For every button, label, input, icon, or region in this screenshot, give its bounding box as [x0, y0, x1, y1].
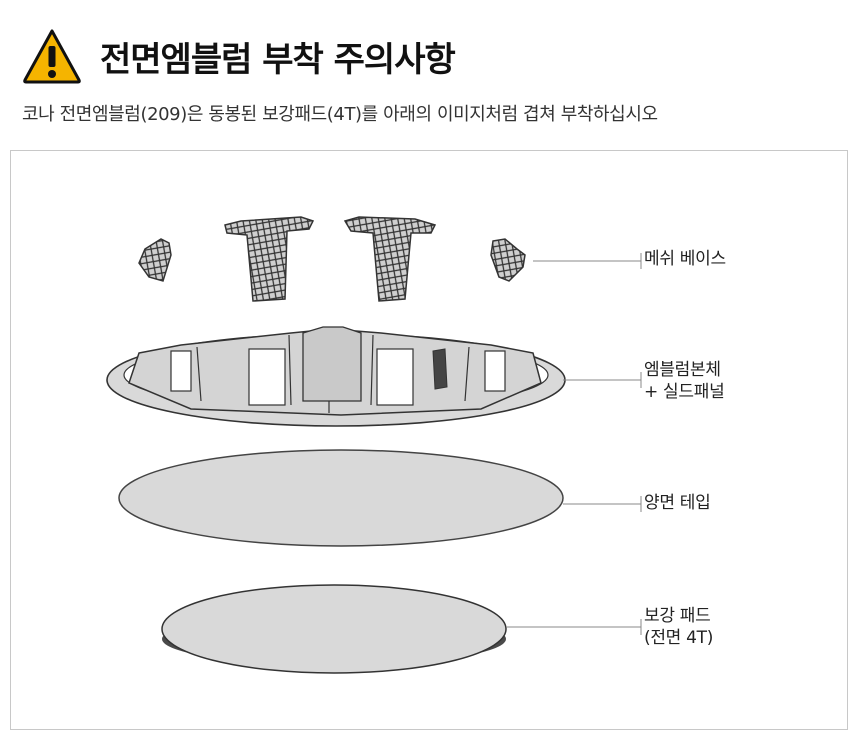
leader-line-double-tape [563, 496, 641, 512]
callout-mesh-base-text: 메쉬 베이스 [644, 248, 726, 270]
emblem-body-part [107, 327, 565, 426]
leader-line-mesh-base [533, 253, 641, 269]
callout-double-tape: 양면 테입 [644, 492, 710, 514]
callout-double-tape-text: 양면 테입 [644, 492, 710, 514]
mesh-base-left-piece [139, 239, 171, 281]
page-title: 전면엠블럼 부착 주의사항 [100, 32, 455, 81]
exploded-assembly-diagram [11, 151, 849, 731]
double-sided-tape-part [119, 450, 563, 546]
header: 전면엠블럼 부착 주의사항 [22, 26, 455, 86]
warning-icon [22, 28, 82, 84]
leader-lines [507, 253, 641, 635]
callout-mesh-base: 메쉬 베이스 [644, 248, 726, 270]
reinforcement-pad-part [162, 585, 506, 673]
instruction-text: 코나 전면엠블럼(209)은 동봉된 보강패드(4T)를 아래의 이미지처럼 겹… [22, 100, 658, 126]
callout-reinforcement-pad: 보강 패드 (전면 4T) [644, 605, 713, 649]
callout-emblem-body-line1: 엠블럼본체 [644, 359, 724, 381]
diagram-frame [10, 150, 848, 730]
mesh-base-center-right-piece [345, 217, 435, 301]
leader-line-pad [507, 619, 641, 635]
mesh-base-right-piece [491, 239, 525, 281]
callout-pad-line1: 보강 패드 [644, 605, 713, 627]
mesh-base-center-left-piece [225, 217, 313, 301]
leader-line-emblem-body [563, 372, 641, 388]
callout-emblem-body-line2: + 실드패널 [644, 381, 724, 403]
callout-pad-line2: (전면 4T) [644, 627, 713, 649]
callout-emblem-body: 엠블럼본체 + 실드패널 [644, 359, 724, 403]
